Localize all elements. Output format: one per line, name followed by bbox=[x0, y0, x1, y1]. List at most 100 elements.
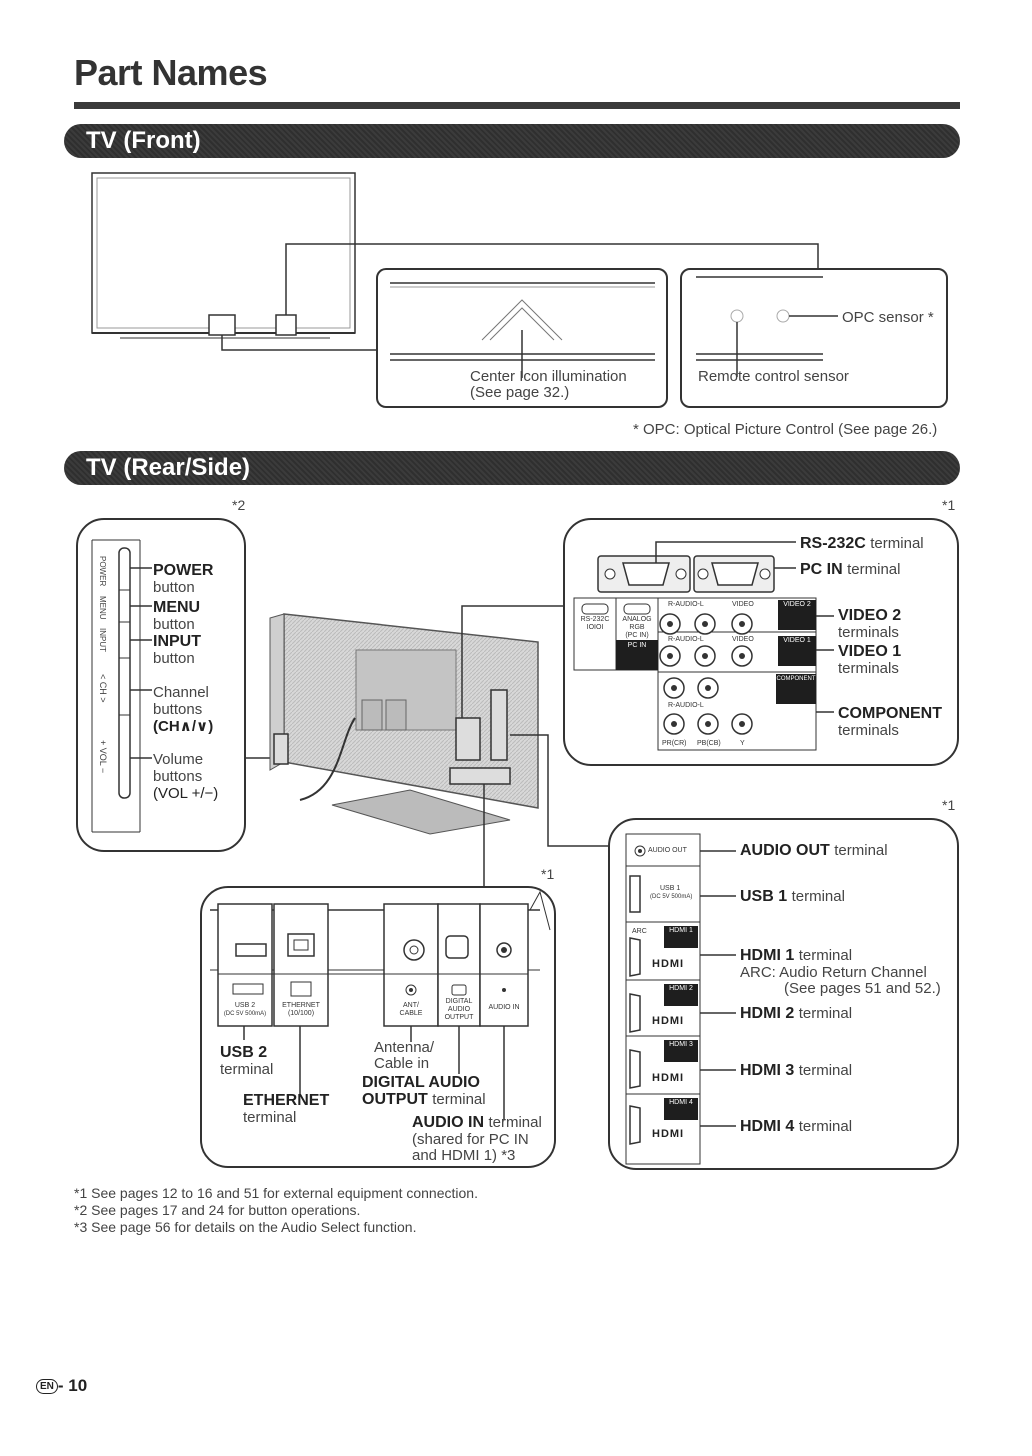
component-callout-sub: terminals bbox=[838, 722, 899, 739]
video-label-1: VIDEO bbox=[732, 601, 754, 608]
usb2-callout: USB 2 bbox=[220, 1044, 268, 1061]
vert-label-menu: MENU bbox=[98, 596, 107, 620]
digital-audio-callout-sub: OUTPUT terminal bbox=[362, 1091, 486, 1108]
footnote-2: *2 See pages 17 and 24 for button operat… bbox=[74, 1202, 361, 1218]
video1-callout-sub: terminals bbox=[838, 660, 899, 677]
video2-callout-sub: terminals bbox=[838, 624, 899, 641]
hdmi1-block: HDMI 1 bbox=[664, 926, 698, 948]
footnotes: *1 See pages 12 to 16 and 51 for externa… bbox=[74, 1185, 478, 1236]
ethernet-panel-label: ETHERNET bbox=[282, 1002, 320, 1009]
menu-button-label: MENU bbox=[153, 599, 201, 616]
vert-label-ch: < CH > bbox=[98, 674, 108, 703]
usb2-callout-sub: terminal bbox=[220, 1061, 274, 1078]
note-mark-2: *2 bbox=[232, 497, 246, 513]
audio-in-callout-sub1: (shared for PC IN bbox=[412, 1131, 529, 1148]
component-block: COMPONENT bbox=[776, 674, 816, 704]
hdmi-logo-1: HDMI bbox=[652, 958, 685, 970]
center-icon-label: Center Icon illumination bbox=[470, 368, 627, 385]
audio-out-panel-label: AUDIO OUT bbox=[648, 847, 687, 854]
video1-block: VIDEO 1 bbox=[778, 636, 816, 666]
usb1-callout: USB 1 terminal bbox=[740, 888, 845, 905]
hdmi2-callout: HDMI 2 terminal bbox=[740, 1005, 853, 1022]
page-number: EN- 10 bbox=[36, 1376, 87, 1396]
footnote-1: *1 See pages 12 to 16 and 51 for externa… bbox=[74, 1185, 478, 1201]
pb-label: PB(CB) bbox=[697, 740, 721, 747]
audio-in-callout: AUDIO IN terminal bbox=[412, 1114, 542, 1131]
sensor-detail-box bbox=[680, 268, 948, 408]
video2-block: VIDEO 2 bbox=[778, 600, 816, 630]
menu-button-sub: button bbox=[153, 616, 195, 633]
usb2-power-label: (DC 5V 500mA) bbox=[223, 1011, 267, 1017]
audioin-panel-label: AUDIO IN bbox=[488, 1004, 520, 1011]
audio-in-callout-sub2: and HDMI 1) *3 bbox=[412, 1147, 516, 1164]
component-callout: COMPONENT bbox=[838, 705, 942, 722]
vert-label-input: INPUT bbox=[98, 628, 107, 652]
cable-panel-label: CABLE bbox=[399, 1010, 423, 1017]
rear-section-banner: TV (Rear/Side) bbox=[64, 451, 960, 485]
digital-panel-label-2: AUDIO bbox=[447, 1006, 471, 1013]
ioioi-panel-label: IOIOI bbox=[586, 624, 604, 631]
pc-in-block: PC IN bbox=[616, 640, 658, 670]
y-label: Y bbox=[740, 740, 745, 747]
arc-panel-label: ARC bbox=[632, 928, 647, 935]
usb1-power-label: (DC 5V 500mA) bbox=[650, 894, 693, 900]
ethernet-callout: ETHERNET bbox=[243, 1092, 330, 1109]
ethernet-callout-sub: terminal bbox=[243, 1109, 297, 1126]
antenna-callout: Antenna/ bbox=[374, 1039, 435, 1056]
channel-buttons-label: Channel bbox=[153, 684, 209, 701]
center-icon-page-ref: (See page 32.) bbox=[470, 384, 570, 401]
ethernet-speed-label: (10/100) bbox=[287, 1010, 315, 1017]
video-label-2: VIDEO bbox=[732, 636, 754, 643]
volume-buttons-keys: (VOL +/−) bbox=[153, 785, 219, 802]
analog-panel-label: ANALOG bbox=[622, 616, 652, 623]
raudiol-label-2: R-AUDIO-L bbox=[668, 636, 704, 643]
raudiol-label-3: R-AUDIO-L bbox=[668, 702, 704, 709]
digital-panel-label-3: OUTPUT bbox=[444, 1014, 474, 1021]
rs232c-panel-label: RS-232C bbox=[580, 616, 610, 623]
antenna-callout-sub: Cable in bbox=[374, 1055, 430, 1072]
side-buttons-box bbox=[76, 518, 246, 852]
note-mark-1-top: *1 bbox=[942, 497, 956, 513]
hdmi-logo-2: HDMI bbox=[652, 1015, 685, 1027]
digital-audio-callout: DIGITAL AUDIO bbox=[362, 1074, 480, 1091]
hdmi3-block: HDMI 3 bbox=[664, 1040, 698, 1062]
digital-panel-label-1: DIGITAL bbox=[445, 998, 473, 1005]
channel-buttons-sub: buttons bbox=[153, 701, 203, 718]
pr-label: PR(CR) bbox=[662, 740, 687, 747]
arc-callout: ARC: Audio Return Channel bbox=[740, 964, 927, 981]
hdmi-logo-3: HDMI bbox=[652, 1072, 685, 1084]
pcin-callout: PC IN terminal bbox=[800, 561, 901, 578]
usb2-panel-label: USB 2 bbox=[234, 1002, 256, 1009]
hdmi4-callout: HDMI 4 terminal bbox=[740, 1118, 853, 1135]
power-button-label: POWER bbox=[153, 562, 214, 579]
title-rule bbox=[74, 102, 960, 109]
front-section-banner: TV (Front) bbox=[64, 124, 960, 158]
input-button-label: INPUT bbox=[153, 633, 201, 650]
vert-label-vol: + VOL − bbox=[98, 740, 108, 774]
volume-buttons-label: Volume bbox=[153, 751, 204, 768]
pcin-panel-label: (PC IN) bbox=[625, 632, 649, 639]
channel-buttons-keys: (CH∧/∨) bbox=[153, 718, 214, 735]
video1-callout: VIDEO 1 bbox=[838, 643, 902, 660]
hdmi1-callout: HDMI 1 terminal bbox=[740, 947, 853, 964]
ant-panel-label: ANT/ bbox=[403, 1002, 419, 1009]
opc-footnote: * OPC: Optical Picture Control (See page… bbox=[633, 421, 938, 438]
hdmi3-callout: HDMI 3 terminal bbox=[740, 1062, 853, 1079]
audio-out-callout: AUDIO OUT terminal bbox=[740, 842, 888, 859]
footnote-3: *3 See page 56 for details on the Audio … bbox=[74, 1219, 417, 1235]
usb1-panel-label: USB 1 bbox=[660, 885, 681, 892]
arc-callout-ref: (See pages 51 and 52.) bbox=[784, 980, 941, 997]
remote-sensor-label: Remote control sensor bbox=[698, 368, 849, 385]
raudiol-label-1: R-AUDIO-L bbox=[668, 601, 704, 608]
power-button-sub: button bbox=[153, 579, 195, 596]
hdmi4-block: HDMI 4 bbox=[664, 1098, 698, 1120]
video2-callout: VIDEO 2 bbox=[838, 607, 902, 624]
note-mark-1-mid: *1 bbox=[541, 866, 555, 882]
volume-buttons-sub: buttons bbox=[153, 768, 203, 785]
rs232c-callout: RS-232C terminal bbox=[800, 535, 924, 552]
hdmi2-block: HDMI 2 bbox=[664, 984, 698, 1006]
opc-sensor-label: OPC sensor * bbox=[842, 309, 934, 326]
vert-label-power: POWER bbox=[98, 556, 107, 587]
hdmi-logo-4: HDMI bbox=[652, 1128, 685, 1140]
page-title: Part Names bbox=[74, 52, 268, 93]
